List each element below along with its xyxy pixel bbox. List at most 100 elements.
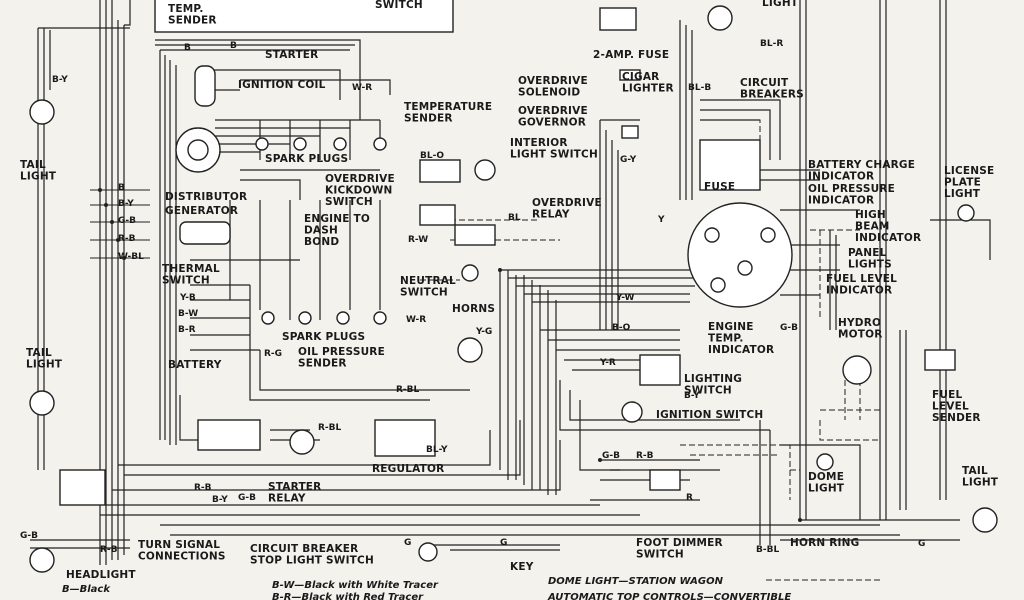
wire-code: BL: [508, 213, 521, 223]
cigar-lighter-symbol: [619, 69, 641, 81]
wire-code: G-B: [602, 451, 620, 461]
label-distributor: DISTRIBUTOR: [165, 191, 247, 203]
label-spark-plugs-bottom: SPARK PLUGS: [282, 331, 365, 343]
wire-code: B: [184, 43, 191, 53]
wire-code: R-G: [264, 349, 282, 359]
switch-top-symbol: [599, 7, 637, 31]
label-battery: BATTERY: [168, 359, 222, 371]
legend-black: B—Black: [62, 584, 111, 595]
legend-black-white: B-W—Black with White Tracer: [272, 580, 439, 591]
horns-symbol: [457, 337, 483, 363]
starter-relay-symbol: [289, 429, 315, 455]
wire-code: BL-R: [760, 39, 783, 49]
spark-plug-4: [373, 137, 387, 151]
wire-code: R-BL: [396, 385, 420, 395]
overdrive-governor-symbol: [474, 159, 496, 181]
wire-code: G-B: [20, 531, 38, 541]
wire-code: G-B: [780, 323, 798, 333]
tail-light-right-symbol: [972, 507, 998, 533]
wire-code: Y-B: [179, 293, 196, 303]
spark-plug-7: [336, 311, 350, 325]
label-2amp-fuse: 2-AMP. FUSE: [593, 49, 669, 61]
legend-black-red: B-R—Black with Red Tracer: [272, 592, 424, 600]
wire-code: BL-B: [688, 83, 711, 93]
wire-code: R-B: [118, 234, 136, 244]
label-horns: HORNS: [452, 303, 495, 315]
generator-symbol: [179, 221, 231, 245]
spark-plug-2: [293, 137, 307, 151]
wire-code: Y-G: [475, 327, 492, 337]
wire-code: B-Y: [212, 495, 228, 505]
legend-dome-light: DOME LIGHT—STATION WAGON: [548, 576, 724, 587]
label-temp-sender-top: TEMP.SENDER: [168, 3, 217, 27]
regulator-symbol: [374, 419, 436, 457]
label-regulator: REGULATOR: [372, 463, 444, 475]
tail-light-left2-symbol: [29, 390, 55, 416]
wire-code: B: [118, 183, 125, 193]
wire-code: G: [918, 539, 925, 549]
turn-signal-connector: [59, 469, 106, 506]
wire-code-labels: B B B-Y W-R BL-R BL-B BL-O G-Y B B-Y G-B…: [20, 39, 925, 555]
wiring-harness: [30, 0, 991, 565]
fuel-sender-symbol: [924, 349, 956, 371]
lighting-switch-symbol: [639, 354, 681, 386]
label-horn-ring: HORN RING: [790, 537, 859, 549]
wire-code: G: [500, 538, 507, 548]
instrument-cluster-symbol: [687, 202, 793, 308]
wire-code: R-B: [636, 451, 654, 461]
label-ignition-coil: IGNITION COIL: [238, 79, 326, 91]
wire-code: B-Y: [52, 75, 68, 85]
spark-plug-6: [298, 311, 312, 325]
label-key: KEY: [510, 561, 534, 573]
wire-code: BL-Y: [426, 445, 448, 455]
battery-symbol: [197, 419, 261, 451]
label-fuse: FUSE: [704, 181, 735, 193]
spark-plug-1: [255, 137, 269, 151]
fuse-panel-symbol: [699, 139, 761, 191]
label-ignition-switch: IGNITION SWITCH: [656, 409, 763, 421]
wire-code: B-BL: [756, 545, 779, 555]
wire-code: BL-O: [420, 151, 444, 161]
interior-light-switch-symbol: [621, 125, 639, 139]
wire-code: W-BL: [118, 252, 144, 262]
wire-code: G-B: [118, 216, 136, 226]
wire-code: R: [686, 493, 693, 503]
wire-code: W-R: [352, 83, 372, 93]
wire-code: B-Y: [684, 391, 700, 401]
wire-code: G-B: [238, 493, 256, 503]
ignition-coil-symbol: [194, 65, 216, 107]
foot-dimmer-symbol: [649, 469, 681, 491]
component-symbols: [29, 5, 998, 573]
wire-code: Y: [657, 215, 665, 225]
wire-code: Y-W: [615, 293, 635, 303]
label-switch-top: SWITCH: [375, 0, 423, 11]
label-generator: GENERATOR: [165, 205, 238, 217]
spark-plug-8: [373, 311, 387, 325]
wire-code: B-R: [178, 325, 196, 335]
label-light-top: LIGHT: [762, 0, 799, 9]
wire-code: R-W: [408, 235, 428, 245]
wire-code: R-B: [100, 545, 118, 555]
wire-code: G: [404, 538, 411, 548]
